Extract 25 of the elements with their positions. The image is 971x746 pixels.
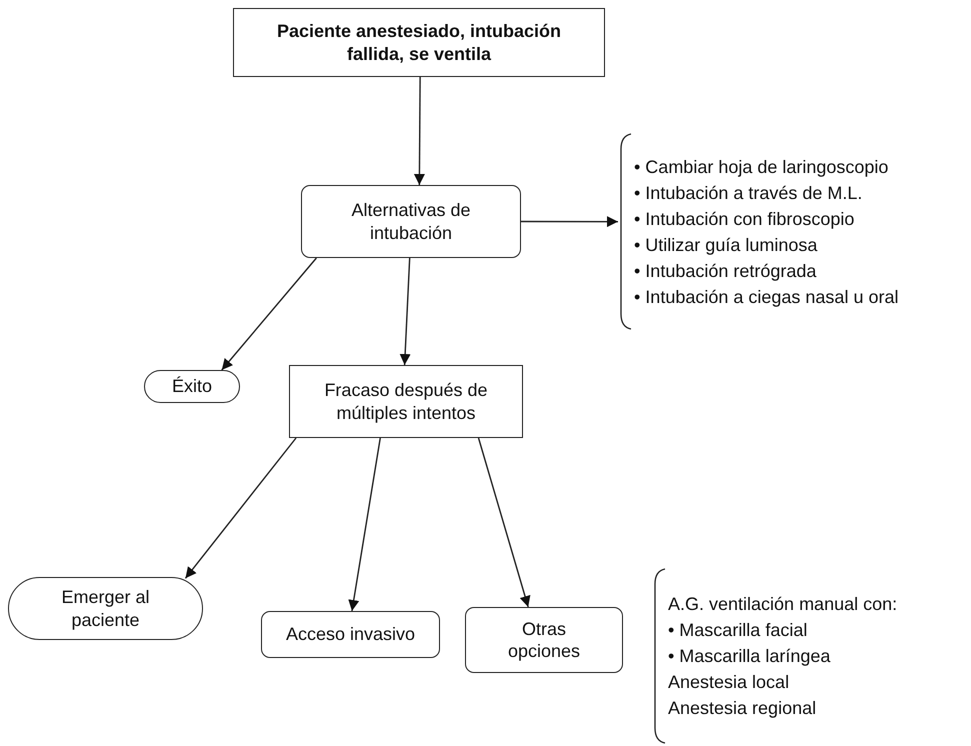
- list-item: • Cambiar hoja de laringoscopio: [634, 156, 888, 179]
- list-item: • Intubación a ciegas nasal u oral: [634, 286, 898, 309]
- terminal-pill: Emerger al paciente: [8, 577, 203, 640]
- list-item: • Mascarilla laríngea: [668, 645, 830, 668]
- arrow: [221, 258, 317, 370]
- terminal-pill: Éxito: [144, 370, 240, 403]
- list-item: • Intubación con fibroscopio: [634, 208, 854, 231]
- list-item: • Intubación retrógrada: [634, 260, 816, 283]
- rounded-box: Alternativas de intubación: [301, 185, 521, 258]
- process-box: Paciente anestesiado, intubación fallida, se ventila: [233, 8, 605, 77]
- list-item: • Intubación a través de M.L.: [634, 182, 862, 204]
- list-item: Anestesia local: [668, 671, 790, 694]
- process-box: Fracaso después de múltiples intentos: [289, 365, 523, 438]
- list-item: Anestesia regional: [668, 697, 816, 720]
- arrow: [184, 438, 297, 579]
- arrow: [521, 216, 618, 228]
- list-item: A.G. ventilación manual con:: [668, 593, 898, 616]
- arrow: [400, 258, 411, 366]
- arrow: [414, 77, 425, 185]
- list-item: • Utilizar guía luminosa: [634, 234, 818, 257]
- arrow: [348, 438, 381, 612]
- rounded-box: Acceso invasivo: [261, 611, 440, 658]
- list-item: • Mascarilla facial: [668, 619, 808, 642]
- arrow: [478, 438, 530, 608]
- rounded-box: Otras opciones: [465, 607, 623, 673]
